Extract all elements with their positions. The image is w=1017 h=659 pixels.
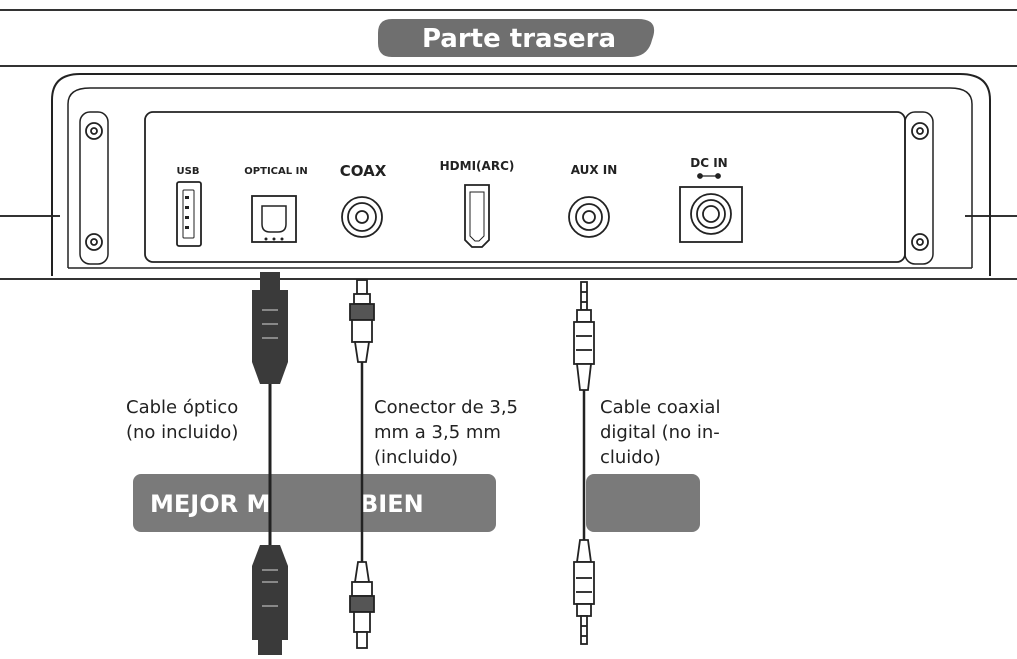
watermark-text-right: BIEN bbox=[360, 490, 424, 518]
device-body bbox=[51, 73, 991, 276]
usb-port-label: USB bbox=[177, 166, 200, 177]
watermark-badges: MEJOR M BIEN bbox=[133, 474, 700, 532]
coax-label-line2: digital (no in- bbox=[600, 422, 720, 443]
optical-port-label: OPTICAL IN bbox=[244, 166, 307, 177]
rca-plug-top bbox=[349, 279, 375, 363]
title-banner: Parte trasera bbox=[378, 19, 655, 57]
hdmi-port-label: HDMI(ARC) bbox=[440, 159, 515, 173]
rca-label-line2: mm a 3,5 mm bbox=[374, 422, 501, 443]
watermark-text-left: MEJOR M bbox=[150, 490, 270, 518]
usb-port bbox=[176, 181, 202, 247]
optical-plug-top bbox=[252, 272, 288, 384]
coax-port-label: COAX bbox=[340, 162, 387, 180]
optical-port bbox=[251, 195, 297, 243]
dc-port-label: DC IN bbox=[690, 156, 727, 170]
aux-plug-bottom bbox=[573, 539, 595, 645]
rca-label-line3: (incluido) bbox=[374, 447, 458, 468]
screw-bottom-right bbox=[911, 233, 929, 251]
coax-label-line3: cluido) bbox=[600, 447, 661, 468]
optical-label-line1: Cable óptico bbox=[126, 397, 238, 418]
hdmi-port bbox=[464, 184, 490, 248]
rca-cable bbox=[349, 279, 375, 649]
aux-port bbox=[568, 196, 610, 238]
rca-cable-label: Conector de 3,5 mm a 3,5 mm (incluido) bbox=[374, 397, 518, 468]
coax-cable-label: Cable coaxial digital (no in- cluido) bbox=[600, 397, 720, 468]
screws bbox=[85, 122, 929, 251]
rca-plug-bottom bbox=[349, 561, 375, 649]
optical-label-line2: (no incluido) bbox=[126, 422, 238, 443]
coax-label-line1: Cable coaxial bbox=[600, 397, 720, 418]
optical-cable bbox=[252, 272, 288, 655]
optical-cable-label: Cable óptico (no incluido) bbox=[126, 397, 238, 443]
aux-port-label: AUX IN bbox=[571, 163, 618, 177]
aux-plug-top bbox=[573, 281, 595, 391]
dc-port bbox=[679, 173, 743, 243]
aux-cable bbox=[573, 281, 595, 645]
coax-port bbox=[341, 196, 383, 238]
screw-bottom-left bbox=[85, 233, 103, 251]
banner-title: Parte trasera bbox=[422, 24, 616, 54]
screw-top-left bbox=[85, 122, 103, 140]
screw-top-right bbox=[911, 122, 929, 140]
rca-label-line1: Conector de 3,5 bbox=[374, 397, 518, 418]
optical-plug-bottom bbox=[252, 545, 288, 655]
